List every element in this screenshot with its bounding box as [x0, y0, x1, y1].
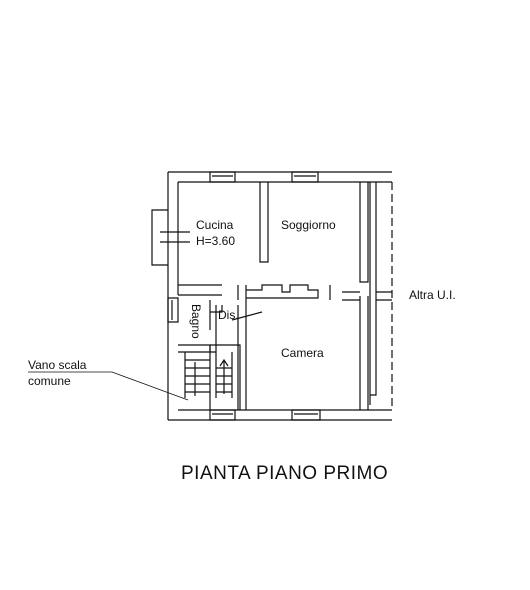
stair: [209, 344, 241, 410]
partition-wall: [178, 284, 222, 296]
stair-arrow: [219, 358, 229, 394]
room-label-bagno: Bagno: [189, 304, 203, 339]
room-label-soggiorno: Soggiorno: [281, 218, 336, 232]
annotation-altra-ui: Altra U.I.: [409, 288, 456, 302]
partition-wall: [246, 284, 319, 299]
room-label-cucina: Cucina: [196, 218, 234, 232]
balcony: [160, 231, 190, 243]
partition-wall: [210, 305, 223, 313]
balcony: [151, 209, 169, 266]
room-label-camera: Camera: [281, 346, 324, 360]
partition-wall: [259, 182, 269, 263]
window: [291, 409, 321, 421]
partition-wall: [209, 300, 217, 352]
room-height-cucina: H=3.60: [196, 234, 236, 248]
partition-wall: [237, 298, 247, 410]
plan-title: PIANTA PIANO PRIMO: [181, 463, 389, 484]
stair: [184, 352, 210, 398]
partition-wall: [231, 311, 263, 321]
window: [167, 297, 179, 323]
annotation-vano-scala: Vano scala: [28, 358, 87, 372]
annotation-comune: comune: [28, 374, 71, 388]
partition-wall: [329, 285, 360, 301]
stair: [215, 352, 233, 398]
partition-wall: [359, 296, 369, 410]
window: [209, 409, 236, 421]
leader-line: [28, 371, 189, 401]
window: [209, 171, 236, 183]
window: [291, 171, 319, 183]
room-label-dis: Dis.: [218, 308, 239, 322]
partition-wall: [359, 182, 369, 283]
partition-wall: [369, 182, 377, 405]
partition-wall: [376, 291, 392, 301]
